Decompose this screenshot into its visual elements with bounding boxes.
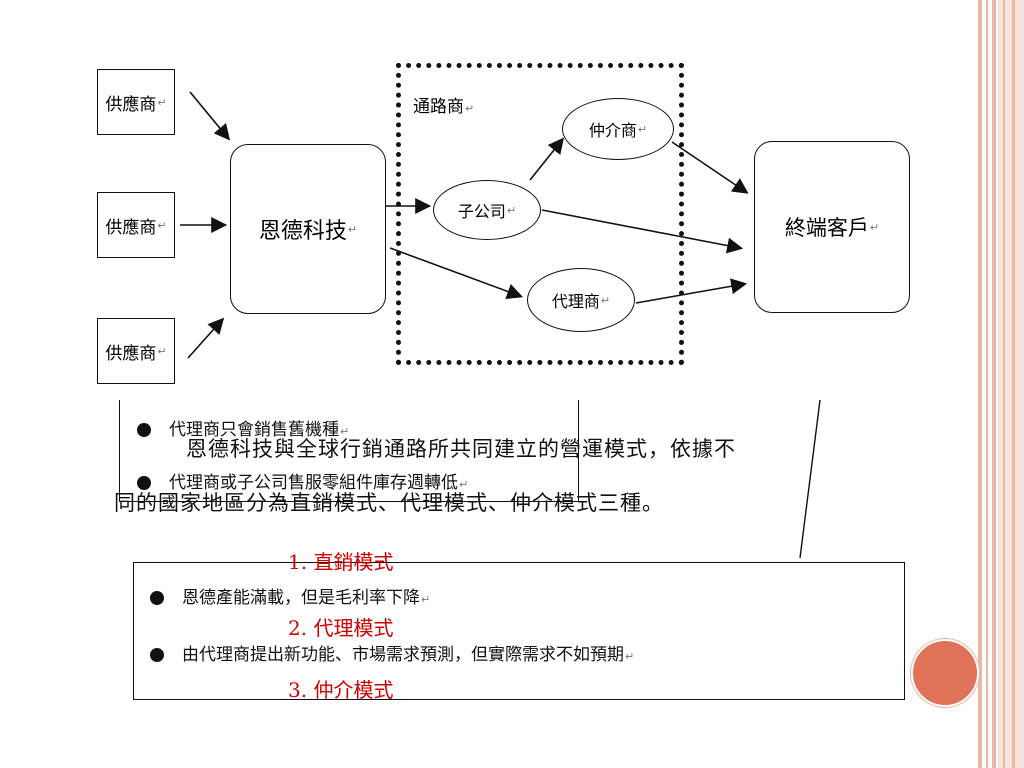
bullet-text: 代理商只會銷售舊機種 — [169, 420, 339, 440]
right-stripe — [978, 0, 982, 768]
agent-label: 代理商 — [551, 292, 600, 311]
supplier-box-2: 供應商↵ — [97, 192, 175, 258]
supplier-box-3: 供應商↵ — [97, 318, 175, 384]
return-mark: ↵ — [625, 650, 635, 663]
broker-ellipse: 仲介商↵ — [562, 98, 674, 160]
mode-agency: 2. 代理模式 — [288, 616, 394, 640]
broker-label: 仲介商 — [588, 121, 637, 140]
return-mark: ↵ — [506, 203, 517, 217]
bullet-icon — [137, 476, 151, 490]
arrow-supplier1-company — [189, 91, 231, 141]
bullet-icon — [150, 648, 164, 662]
arrow-subsidiary-broker — [529, 137, 564, 181]
bullet-text: 代理商或子公司售服零組件庫存週轉低 — [169, 473, 458, 493]
slanted-divider — [799, 399, 821, 559]
lower-bullet-box — [133, 562, 905, 700]
supplier-label: 供應商 — [105, 94, 157, 115]
return-mark: ↵ — [869, 220, 880, 234]
return-mark: ↵ — [340, 425, 350, 438]
supplier-label: 供應商 — [105, 343, 157, 364]
paragraph-line-2: 同的國家地區分為直銷模式、代理模式、仲介模式三種。 — [114, 491, 664, 515]
upper-bullet-2: 代理商或子公司售服零組件庫存週轉低↵ — [137, 468, 468, 493]
return-mark: ↵ — [157, 95, 167, 109]
bullet-text: 恩德產能滿載，但是毛利率下降 — [182, 588, 420, 608]
arrow-subsidiary-customer — [541, 209, 744, 254]
bullet-icon — [150, 591, 164, 605]
upper-bullet-1: 代理商只會銷售舊機種↵ — [137, 415, 349, 440]
arrow-agent-customer — [635, 278, 748, 304]
return-mark: ↵ — [600, 293, 611, 307]
company-label: 恩德科技 — [258, 219, 347, 244]
arrow-broker-customer — [671, 141, 749, 194]
right-stripe — [986, 0, 988, 768]
right-stripe — [992, 0, 996, 768]
return-mark: ↵ — [157, 344, 167, 358]
lower-bullet-1: 恩德產能滿載，但是毛利率下降↵ — [150, 583, 430, 608]
end-customer-box: 終端客戶↵ — [754, 141, 910, 313]
subsidiary-ellipse: 子公司↵ — [433, 180, 541, 240]
right-stripe-band — [998, 0, 1024, 768]
return-mark: ↵ — [637, 122, 648, 136]
bullet-icon — [137, 423, 151, 437]
arrow-supplier3-company — [187, 317, 225, 359]
arrow-company-agent — [389, 247, 524, 300]
upper-bullet-box — [119, 400, 579, 502]
channel-label: 通路商↵ — [413, 97, 475, 117]
return-mark: ↵ — [157, 218, 167, 232]
right-stripe — [1012, 0, 1015, 768]
channel-dotted-frame — [396, 63, 684, 365]
return-mark: ↵ — [347, 222, 358, 236]
supplier-box-1: 供應商↵ — [97, 69, 175, 135]
bullet-text: 由代理商提出新功能、市場需求預測，但實際需求不如預期 — [182, 645, 624, 665]
paragraph-line-1: 恩德科技與全球行銷通路所共同建立的營運模式，依據不 — [186, 437, 736, 461]
subsidiary-label: 子公司 — [457, 202, 506, 221]
return-mark: ↵ — [421, 593, 431, 606]
agent-ellipse: 代理商↵ — [527, 268, 635, 332]
company-box: 恩德科技↵ — [230, 144, 386, 314]
end-customer-label: 終端客戶 — [784, 216, 869, 240]
lower-bullet-2: 由代理商提出新功能、市場需求預測，但實際需求不如預期↵ — [150, 640, 634, 665]
mode-direct-sales: 1. 直銷模式 — [288, 550, 394, 574]
supplier-label: 供應商 — [105, 217, 157, 238]
return-mark: ↵ — [459, 478, 469, 491]
mode-brokerage: 3. 仲介模式 — [288, 678, 394, 702]
right-stripe — [1003, 0, 1005, 768]
decorative-circle — [911, 639, 979, 707]
